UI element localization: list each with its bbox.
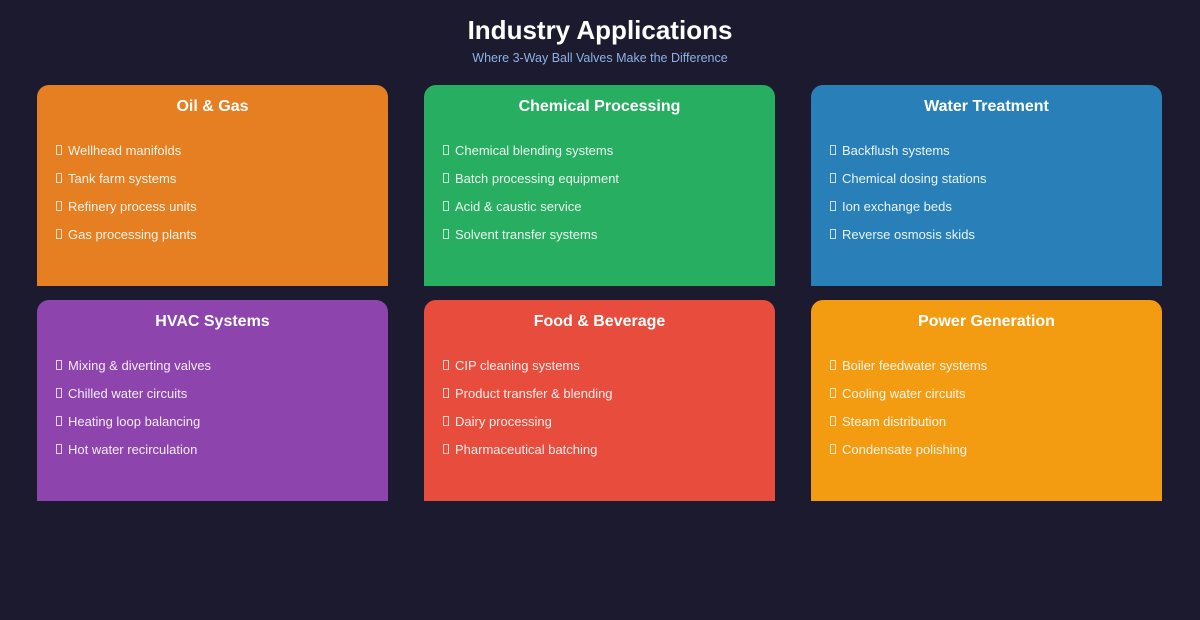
- bullet-icon: [443, 360, 449, 370]
- bullet-icon: [830, 360, 836, 370]
- bullet-icon: [443, 388, 449, 398]
- card-water-treatment: Water Treatment Backflush systems Chemic…: [811, 85, 1162, 286]
- list-item: Wellhead manifolds: [56, 143, 388, 171]
- list-item-label: Solvent transfer systems: [455, 227, 598, 242]
- list-item: CIP cleaning systems: [443, 358, 775, 386]
- list-item-label: Acid & caustic service: [455, 199, 582, 214]
- card-list: Backflush systems Chemical dosing statio…: [811, 143, 1162, 255]
- list-item: Batch processing equipment: [443, 171, 775, 199]
- list-item-label: Gas processing plants: [68, 227, 197, 242]
- bullet-icon: [56, 229, 62, 239]
- list-item: Refinery process units: [56, 199, 388, 227]
- bullet-icon: [443, 173, 449, 183]
- list-item: Ion exchange beds: [830, 199, 1162, 227]
- bullet-icon: [56, 444, 62, 454]
- page-title: Industry Applications: [467, 15, 733, 45]
- bullet-icon: [830, 388, 836, 398]
- bullet-icon: [443, 229, 449, 239]
- list-item-label: Chemical dosing stations: [842, 171, 987, 186]
- card-list: Chemical blending systems Batch processi…: [424, 143, 775, 255]
- bullet-icon: [56, 388, 62, 398]
- list-item: Mixing & diverting valves: [56, 358, 388, 386]
- list-item: Condensate polishing: [830, 442, 1162, 470]
- list-item-label: Batch processing equipment: [455, 171, 620, 186]
- list-item: Boiler feedwater systems: [830, 358, 1162, 386]
- card-title: Food & Beverage: [533, 313, 666, 330]
- card-title: Oil & Gas: [176, 98, 249, 115]
- bullet-icon: [56, 173, 62, 183]
- bullet-icon: [830, 229, 836, 239]
- card-chemical-processing: Chemical Processing Chemical blending sy…: [424, 85, 775, 286]
- list-item-label: Tank farm systems: [68, 171, 177, 186]
- bullet-icon: [56, 145, 62, 155]
- card-oil-gas: Oil & Gas Wellhead manifolds Tank farm s…: [37, 85, 388, 286]
- list-item: Acid & caustic service: [443, 199, 775, 227]
- list-item-label: Heating loop balancing: [68, 414, 201, 429]
- list-item-label: Steam distribution: [842, 414, 947, 429]
- list-item-label: Cooling water circuits: [842, 386, 966, 401]
- list-item-label: Reverse osmosis skids: [842, 227, 975, 242]
- card-power-generation: Power Generation Boiler feedwater system…: [811, 300, 1162, 501]
- list-item-label: Ion exchange beds: [842, 199, 952, 214]
- list-item: Backflush systems: [830, 143, 1162, 171]
- card-title: HVAC Systems: [155, 313, 270, 330]
- list-item-label: Chemical blending systems: [455, 143, 614, 158]
- card-title: Water Treatment: [924, 98, 1049, 115]
- card-list: Mixing & diverting valves Chilled water …: [37, 358, 388, 470]
- list-item-label: Condensate polishing: [842, 442, 968, 457]
- bullet-icon: [443, 444, 449, 454]
- list-item: Cooling water circuits: [830, 386, 1162, 414]
- card-list: Wellhead manifolds Tank farm systems Ref…: [37, 143, 388, 255]
- list-item-label: Chilled water circuits: [68, 386, 188, 401]
- bullet-icon: [56, 360, 62, 370]
- card-list: Boiler feedwater systems Cooling water c…: [811, 358, 1162, 470]
- list-item: Chilled water circuits: [56, 386, 388, 414]
- bullet-icon: [443, 145, 449, 155]
- list-item-label: Mixing & diverting valves: [68, 358, 212, 373]
- list-item: Reverse osmosis skids: [830, 227, 1162, 255]
- card-title: Power Generation: [918, 313, 1055, 330]
- bullet-icon: [443, 416, 449, 426]
- bullet-icon: [443, 201, 449, 211]
- list-item: Heating loop balancing: [56, 414, 388, 442]
- bullet-icon: [56, 416, 62, 426]
- bullet-icon: [830, 201, 836, 211]
- list-item-label: Pharmaceutical batching: [455, 442, 598, 457]
- list-item-label: CIP cleaning systems: [455, 358, 580, 373]
- list-item: Steam distribution: [830, 414, 1162, 442]
- list-item-label: Hot water recirculation: [68, 442, 198, 457]
- header: Industry Applications Where 3-Way Ball V…: [0, 0, 1200, 65]
- card-hvac-systems: HVAC Systems Mixing & diverting valves C…: [37, 300, 388, 501]
- card-food-beverage: Food & Beverage CIP cleaning systems Pro…: [424, 300, 775, 501]
- list-item-label: Refinery process units: [68, 199, 197, 214]
- list-item: Product transfer & blending: [443, 386, 775, 414]
- list-item: Pharmaceutical batching: [443, 442, 775, 470]
- card-list: CIP cleaning systems Product transfer & …: [424, 358, 775, 470]
- page-subtitle: Where 3-Way Ball Valves Make the Differe…: [472, 51, 728, 65]
- list-item-label: Boiler feedwater systems: [842, 358, 988, 373]
- bullet-icon: [56, 201, 62, 211]
- card-title: Chemical Processing: [518, 98, 681, 115]
- bullet-icon: [830, 173, 836, 183]
- list-item-label: Dairy processing: [455, 414, 552, 429]
- list-item: Dairy processing: [443, 414, 775, 442]
- list-item: Tank farm systems: [56, 171, 388, 199]
- bullet-icon: [830, 145, 836, 155]
- bullet-icon: [830, 416, 836, 426]
- list-item: Solvent transfer systems: [443, 227, 775, 255]
- applications-grid: Oil & Gas Wellhead manifolds Tank farm s…: [37, 85, 1162, 501]
- list-item: Hot water recirculation: [56, 442, 388, 470]
- list-item: Chemical blending systems: [443, 143, 775, 171]
- list-item: Gas processing plants: [56, 227, 388, 255]
- bullet-icon: [830, 444, 836, 454]
- list-item-label: Backflush systems: [842, 143, 950, 158]
- list-item-label: Wellhead manifolds: [68, 143, 182, 158]
- list-item-label: Product transfer & blending: [455, 386, 613, 401]
- list-item: Chemical dosing stations: [830, 171, 1162, 199]
